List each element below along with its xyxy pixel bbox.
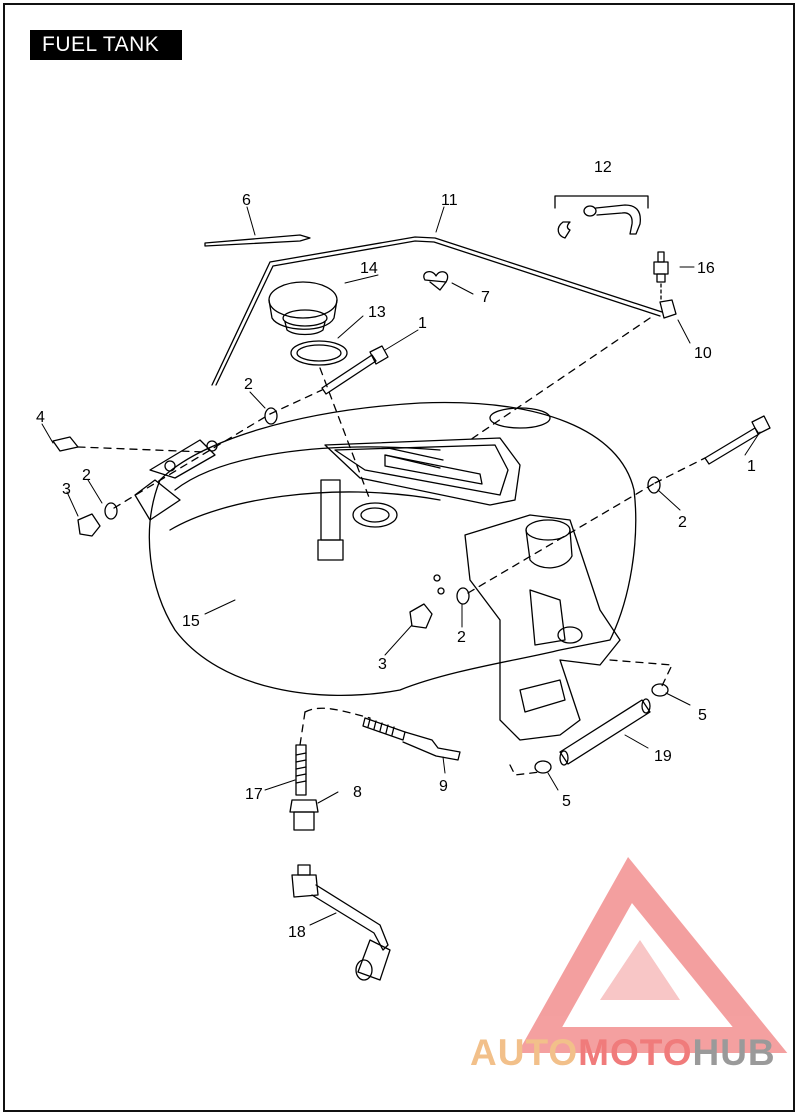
callout-14: 14 xyxy=(360,260,378,277)
part-10-fitting xyxy=(659,299,677,319)
callout-18: 18 xyxy=(288,924,306,941)
fuel-sending-unit xyxy=(317,454,483,561)
callout-13: 13 xyxy=(368,304,386,321)
page-title: FUEL TANK xyxy=(30,30,182,60)
part-8-valve xyxy=(289,799,319,831)
part-17-fitting xyxy=(295,744,307,796)
callout-8: 8 xyxy=(353,784,362,801)
callout-5: 5 xyxy=(698,707,707,724)
part-14-fuel-cap xyxy=(268,281,338,336)
callout-2: 2 xyxy=(244,376,253,393)
callout-15: 15 xyxy=(182,613,200,630)
callout-leaders xyxy=(41,206,761,926)
watermark-auto: AUTO xyxy=(470,1032,579,1073)
callout-1: 1 xyxy=(747,458,756,475)
callout-2: 2 xyxy=(82,467,91,484)
part-15-fuel-tank xyxy=(134,401,637,697)
callout-12: 12 xyxy=(594,159,612,176)
watermark-hub: HUB xyxy=(692,1032,776,1073)
watermark-moto: MOTO xyxy=(578,1032,693,1073)
part-12-vent-hose xyxy=(554,195,649,239)
callout-5: 5 xyxy=(562,793,571,810)
watermark-logo xyxy=(517,856,788,1053)
callout-2: 2 xyxy=(678,514,687,531)
callout-10: 10 xyxy=(694,345,712,362)
callout-7: 7 xyxy=(481,289,490,306)
page-border xyxy=(3,3,795,1112)
callout-labels: 1 1 2 2 2 2 3 3 4 5 5 6 7 8 9 10 11 12 1… xyxy=(36,159,756,941)
callout-11: 11 xyxy=(441,192,458,209)
callout-3: 3 xyxy=(62,481,71,498)
callout-17: 17 xyxy=(245,786,263,803)
callout-9: 9 xyxy=(439,778,448,795)
dashed-leaders xyxy=(77,317,706,776)
part-5-hose-clamps xyxy=(534,683,669,774)
part-4-clip-nut xyxy=(52,436,79,452)
part-11-vent-line xyxy=(211,236,663,386)
part-16-valve xyxy=(653,251,669,301)
part-1-bolt-left xyxy=(321,345,389,395)
part-6-cable-tie xyxy=(204,234,311,247)
part-13-gasket xyxy=(290,340,348,366)
callout-2: 2 xyxy=(457,629,466,646)
part-1-bolt-right xyxy=(704,415,771,465)
callout-4: 4 xyxy=(36,409,45,426)
part-9-fuel-line xyxy=(362,717,461,761)
callout-19: 19 xyxy=(654,748,672,765)
part-19-hose xyxy=(559,698,651,766)
part-3-nuts xyxy=(77,513,433,629)
callout-3: 3 xyxy=(378,656,387,673)
part-2-washers xyxy=(104,407,661,605)
callout-6: 6 xyxy=(242,192,251,209)
part-7-clip xyxy=(423,270,449,291)
watermark-text: AUTOMOTOHUB xyxy=(470,1032,776,1074)
callout-16: 16 xyxy=(697,260,715,277)
part-18-crossover-line xyxy=(291,864,391,981)
fuel-pump-assembly xyxy=(464,514,621,741)
callout-1: 1 xyxy=(418,315,427,332)
